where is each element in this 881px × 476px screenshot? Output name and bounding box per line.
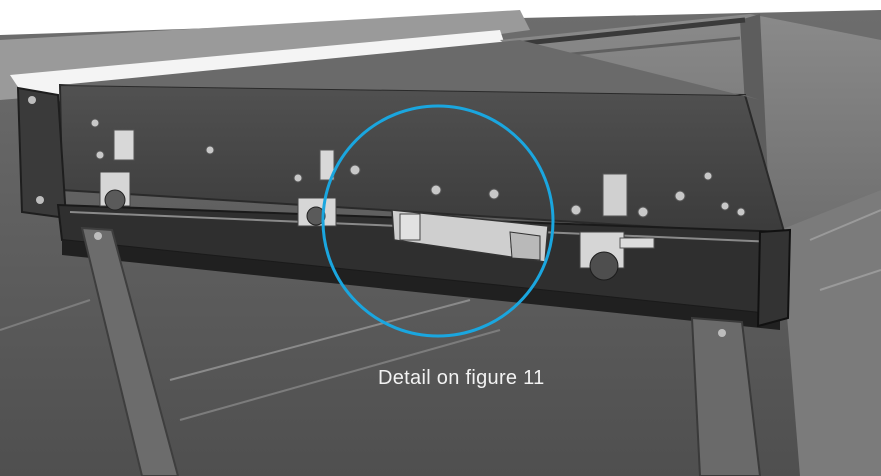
beam-bolts [90, 118, 746, 218]
glass-line [169, 299, 471, 381]
roller-carriage-mid [297, 197, 337, 227]
detail-highlight-circle [321, 104, 555, 338]
side-glass-line [819, 269, 881, 291]
side-glass [780, 190, 881, 476]
bolt [28, 96, 36, 104]
roller-carriage-detail [391, 209, 549, 263]
mount-bracket [113, 129, 135, 161]
track-end-cap [756, 228, 792, 328]
vertical-post-right [690, 316, 762, 476]
glass-line [0, 299, 91, 331]
bolt [94, 232, 102, 240]
track-lip [62, 240, 780, 330]
side-glass-line [809, 209, 881, 241]
roller-carriage-left [99, 171, 131, 211]
vertical-post-left [80, 226, 180, 476]
bolt [718, 329, 726, 337]
top-header-beam-top [60, 40, 760, 100]
figure-caption: Detail on figure 11 [378, 367, 545, 389]
glass-line [179, 329, 501, 421]
mount-bracket [602, 173, 628, 217]
mount-bracket [319, 149, 335, 181]
bolt [36, 196, 44, 204]
roller-carriage-right [579, 231, 655, 281]
